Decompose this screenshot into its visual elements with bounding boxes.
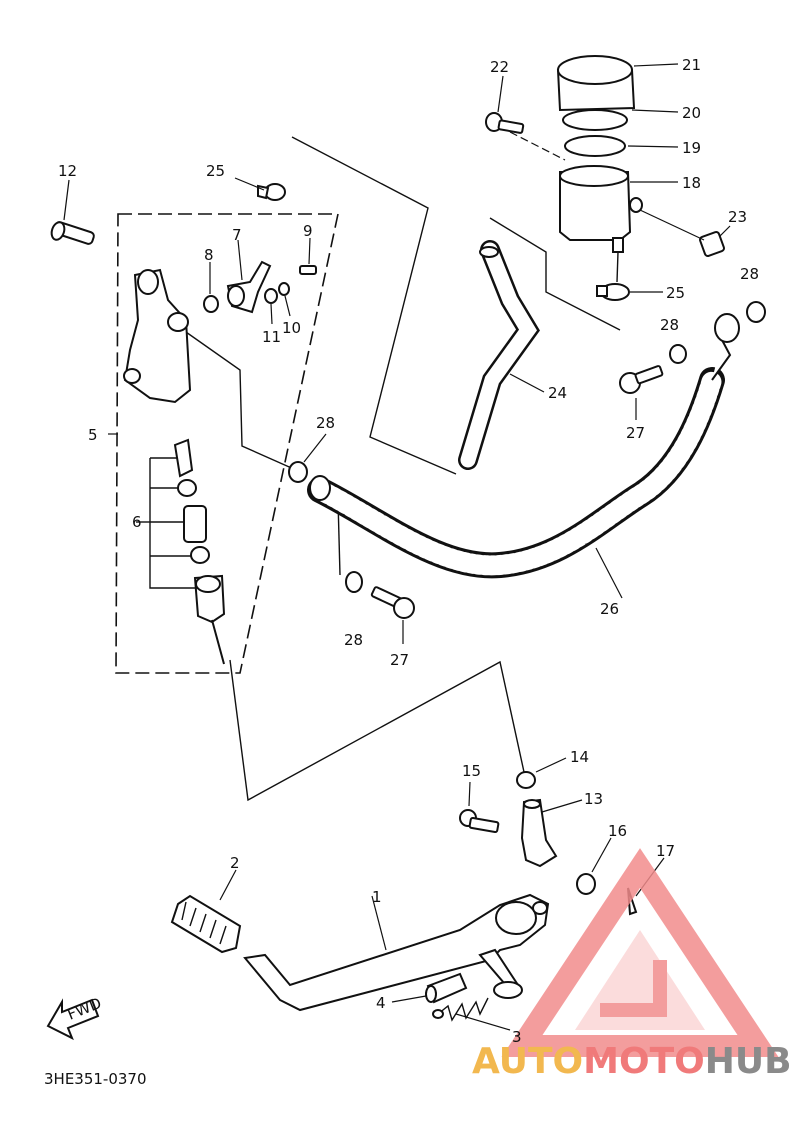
washer-11 <box>264 288 278 304</box>
callout-25-lower: 25 <box>666 284 685 302</box>
brake-pedal-1 <box>243 893 550 1012</box>
watermark-hub: HUB <box>705 1041 792 1082</box>
callout-11: 11 <box>262 328 281 346</box>
callout-20: 20 <box>682 104 701 122</box>
callout-27-upper: 27 <box>626 424 645 442</box>
callout-15: 15 <box>462 762 481 780</box>
fwd-arrow-icon: FWD <box>46 994 104 1041</box>
callout-22: 22 <box>490 58 509 76</box>
callout-12: 12 <box>58 162 77 180</box>
callout-28-left: 28 <box>316 414 335 432</box>
callout-13: 13 <box>584 790 603 808</box>
callout-21: 21 <box>682 56 701 74</box>
drawing-code: 3HE351-0370 <box>44 1070 147 1088</box>
screw-9 <box>299 237 317 275</box>
sleeve-4 <box>391 972 468 1004</box>
master-cylinder-assembly-box <box>115 213 339 674</box>
master-cylinder-body <box>123 268 192 404</box>
bolt-15 <box>459 781 500 834</box>
watermark-logo <box>501 848 779 1057</box>
watermark-text: AUTOMOTOHUB <box>472 1041 792 1082</box>
callout-16: 16 <box>608 822 627 840</box>
spring-3 <box>432 981 523 1031</box>
callout-18: 18 <box>682 174 701 192</box>
callout-7: 7 <box>232 226 242 244</box>
connection-line-rod <box>229 659 525 802</box>
callout-10: 10 <box>282 319 301 337</box>
bolt-12 <box>50 179 95 245</box>
callout-14: 14 <box>570 748 589 766</box>
nut-23 <box>639 209 731 257</box>
oring-8 <box>203 295 219 313</box>
clamp-25-upper <box>234 177 286 201</box>
callout-9: 9 <box>303 222 313 240</box>
connection-line-screw <box>509 131 566 161</box>
callout-26: 26 <box>600 600 619 618</box>
screw-22 <box>485 75 525 134</box>
connection-line-hose <box>291 136 457 475</box>
callout-28-mid: 28 <box>660 316 679 334</box>
callout-24: 24 <box>548 384 567 402</box>
callout-6: 6 <box>132 513 142 531</box>
callout-5: 5 <box>88 426 98 444</box>
callout-17: 17 <box>656 842 675 860</box>
washer-28-mid <box>669 344 687 364</box>
callout-28-right: 28 <box>740 265 759 283</box>
plate-20 <box>562 109 628 131</box>
clevis-13 <box>520 798 583 868</box>
callout-25-upper: 25 <box>206 162 225 180</box>
diaphragm-19 <box>564 135 626 157</box>
washer-28-bottom <box>345 571 363 593</box>
callout-2: 2 <box>230 854 240 872</box>
connection-line-reservoir <box>489 217 621 331</box>
clamp-25-lower <box>596 251 663 301</box>
washer-10 <box>278 282 290 296</box>
callout-19: 19 <box>682 139 701 157</box>
washer-28-right <box>746 301 766 323</box>
watermark-moto: MOTO <box>583 1041 705 1082</box>
callout-4: 4 <box>376 994 386 1012</box>
fitting-7 <box>226 239 272 314</box>
connection-line-cyl-washer <box>175 324 297 471</box>
callout-8: 8 <box>204 246 214 264</box>
bolt-27-lower <box>370 586 415 644</box>
piston-kit-6 <box>136 438 226 665</box>
nut-14 <box>516 757 567 789</box>
callout-23: 23 <box>728 208 747 226</box>
pedal-rubber-2 <box>170 869 242 954</box>
callout-28-bottom: 28 <box>344 631 363 649</box>
cap-21 <box>556 55 636 112</box>
callout-27-lower: 27 <box>390 651 409 669</box>
watermark-auto: AUTO <box>472 1041 583 1082</box>
bolt-27-upper <box>619 365 664 420</box>
callout-3: 3 <box>512 1028 522 1046</box>
callout-1: 1 <box>372 888 382 906</box>
washer-28-left <box>288 461 308 483</box>
washer-16 <box>576 873 596 895</box>
hose-24 <box>458 240 545 470</box>
reservoir-18 <box>559 165 643 253</box>
brake-hose-26 <box>307 313 740 599</box>
